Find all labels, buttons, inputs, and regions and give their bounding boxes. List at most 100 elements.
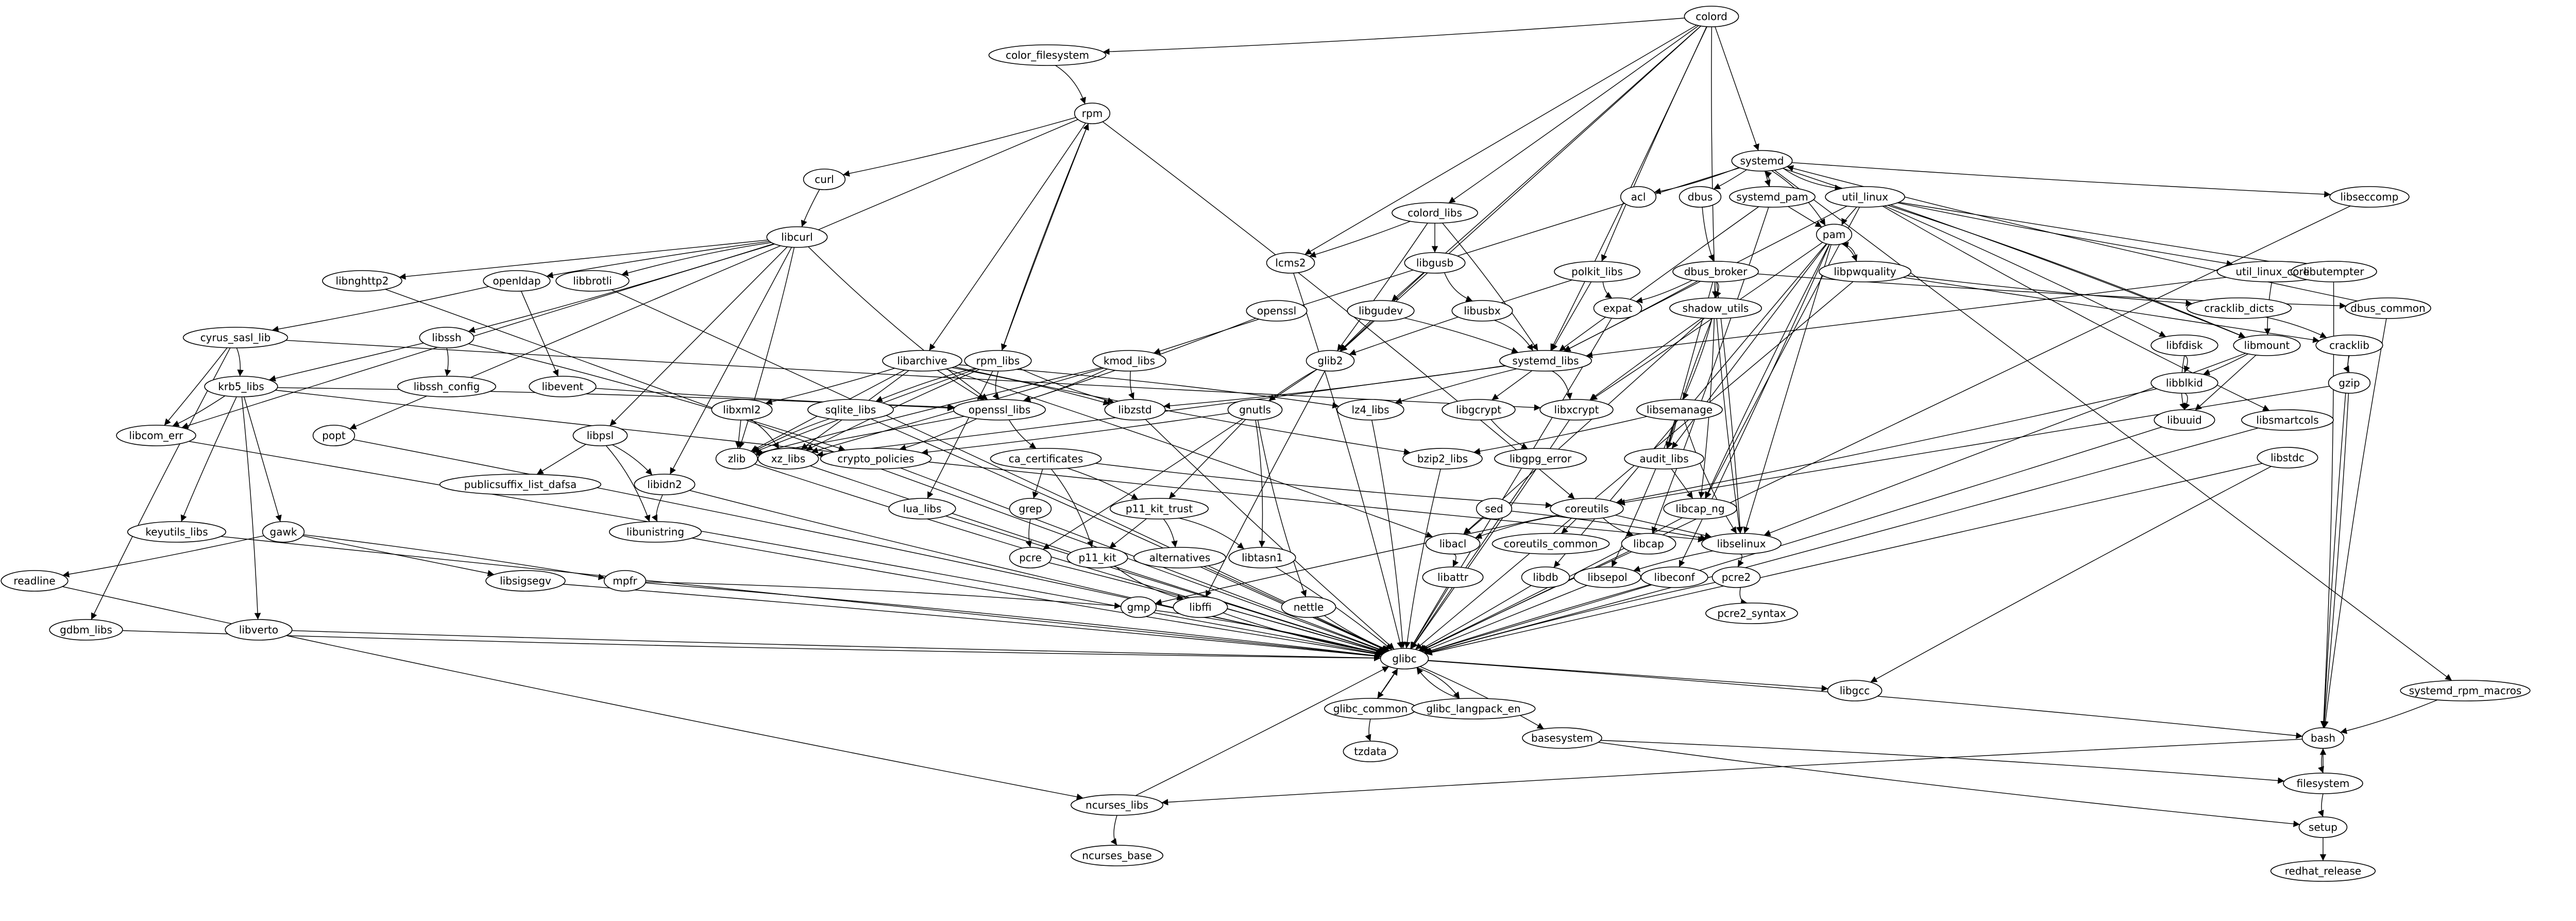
node-alternatives[interactable] xyxy=(1133,547,1227,568)
node-libarchive[interactable] xyxy=(882,350,962,372)
node-libtasn1[interactable] xyxy=(1228,547,1296,568)
node-polkit_libs[interactable] xyxy=(1554,261,1640,282)
node-xz_libs[interactable] xyxy=(757,448,819,470)
node-pam[interactable] xyxy=(1816,224,1853,245)
node-libseccomp[interactable] xyxy=(2329,186,2410,208)
node-libmount[interactable] xyxy=(2233,334,2301,356)
node-libgcc[interactable] xyxy=(1827,680,1883,701)
node-glib2[interactable] xyxy=(1306,350,1355,372)
node-libcom_err[interactable] xyxy=(116,425,196,446)
node-openssl[interactable] xyxy=(1246,300,1308,322)
node-libacl[interactable] xyxy=(1425,533,1481,555)
node-util_linux[interactable] xyxy=(1825,186,1905,208)
node-pcre2_syntax[interactable] xyxy=(1705,602,1799,624)
node-libcurl[interactable] xyxy=(766,226,828,248)
node-libgpg_error[interactable] xyxy=(1494,448,1587,470)
node-expat[interactable] xyxy=(1593,297,1642,319)
node-tzdata[interactable] xyxy=(1343,741,1398,762)
node-sed[interactable] xyxy=(1476,498,1513,520)
node-systemd_rpm_macros[interactable] xyxy=(2400,680,2531,701)
node-coreutils_common[interactable] xyxy=(1492,533,1610,555)
node-setup[interactable] xyxy=(2298,816,2348,838)
node-libgusb[interactable] xyxy=(1404,252,1466,274)
node-sqlite_libs[interactable] xyxy=(807,399,894,421)
node-lua_libs[interactable] xyxy=(888,498,956,520)
node-libgudev[interactable] xyxy=(1347,300,1415,322)
node-keyutils_libs[interactable] xyxy=(127,521,227,543)
node-libgcrypt[interactable] xyxy=(1442,399,1516,421)
node-libunistring[interactable] xyxy=(609,521,702,543)
node-libssh[interactable] xyxy=(419,327,474,348)
node-libpsl[interactable] xyxy=(572,425,628,446)
node-libusbx[interactable] xyxy=(1451,300,1513,322)
node-libevent[interactable] xyxy=(529,376,597,397)
node-basesystem[interactable] xyxy=(1522,727,1602,749)
node-glibc_langpack_en[interactable] xyxy=(1411,698,1536,719)
node-gawk[interactable] xyxy=(262,521,305,543)
node-libffi[interactable] xyxy=(1173,596,1228,618)
node-krb5_libs[interactable] xyxy=(204,376,278,397)
node-libfdisk[interactable] xyxy=(2150,334,2218,356)
node-zlib[interactable] xyxy=(715,448,758,470)
node-gnutils_placeholder[interactable] xyxy=(1227,399,1283,421)
node-p11_kit[interactable] xyxy=(1066,547,1128,568)
node-cracklib_dicts[interactable] xyxy=(2186,297,2292,319)
node-libcap[interactable] xyxy=(1621,533,1676,555)
node-libuuid[interactable] xyxy=(2154,409,2215,431)
node-libeconf[interactable] xyxy=(1640,566,1708,588)
node-libsemanage[interactable] xyxy=(1636,399,1723,421)
node-rpm[interactable] xyxy=(1074,103,1111,124)
node-libbrotli[interactable] xyxy=(555,270,630,292)
node-bzip2_libs[interactable] xyxy=(1402,448,1483,470)
node-pcre[interactable] xyxy=(1009,547,1052,568)
node-color_filesystem[interactable] xyxy=(988,44,1107,66)
node-libpwquality[interactable] xyxy=(1819,261,1912,282)
node-mpfr[interactable] xyxy=(603,570,647,592)
node-cracklib[interactable] xyxy=(2315,334,2383,356)
node-readline[interactable] xyxy=(1,570,69,592)
node-libcap_ng[interactable] xyxy=(1663,498,1737,520)
node-systemd_pam[interactable] xyxy=(1729,186,1816,208)
node-lz4_libs[interactable] xyxy=(1336,399,1404,421)
node-libsmartcols[interactable] xyxy=(2241,409,2334,431)
node-libnghttp2[interactable] xyxy=(322,270,402,292)
node-cyrus_sasl_lib[interactable] xyxy=(182,327,289,348)
node-colord_libs[interactable] xyxy=(1392,202,1478,224)
node-publicsuffix_list_dafsa[interactable] xyxy=(439,474,602,495)
node-libutempter[interactable] xyxy=(2291,261,2377,282)
node-systemd_libs[interactable] xyxy=(1499,350,1592,372)
node-colord[interactable] xyxy=(1684,6,1739,27)
node-rpm_libs[interactable] xyxy=(964,350,1032,372)
node-gzip[interactable] xyxy=(2328,372,2371,394)
node-systemd[interactable] xyxy=(1731,150,1793,172)
node-grep[interactable] xyxy=(1009,498,1052,520)
node-filesystem[interactable] xyxy=(2283,773,2363,794)
node-libdb[interactable] xyxy=(1521,566,1570,588)
node-ca_certificates[interactable] xyxy=(990,448,1102,470)
node-ncurses_base[interactable] xyxy=(1071,845,1164,866)
node-p11_kit_trust[interactable] xyxy=(1109,498,1209,520)
node-libselinux[interactable] xyxy=(1701,533,1782,555)
node-dbus_broker[interactable] xyxy=(1672,261,1759,282)
node-kmod_libs[interactable] xyxy=(1092,350,1166,372)
node-pcre2[interactable] xyxy=(1711,566,1761,588)
node-crypto_policies[interactable] xyxy=(820,448,932,470)
node-openssl_libs[interactable] xyxy=(953,399,1046,421)
node-libxml2[interactable] xyxy=(711,399,773,421)
node-ncurses_libs[interactable] xyxy=(1071,794,1164,816)
node-gdbm_libs[interactable] xyxy=(49,619,123,641)
node-libstdc[interactable] xyxy=(2257,447,2318,468)
node-gmp[interactable] xyxy=(1120,596,1157,618)
node-lcms2[interactable] xyxy=(1266,252,1315,274)
node-libsigsegv[interactable] xyxy=(485,570,566,592)
node-redhat_release[interactable] xyxy=(2270,860,2376,882)
node-libxcrypt[interactable] xyxy=(1539,399,1614,421)
node-bash[interactable] xyxy=(2301,727,2345,749)
node-shadow_utils[interactable] xyxy=(1669,297,1762,319)
node-openldap[interactable] xyxy=(483,270,551,292)
node-coreutils[interactable] xyxy=(1550,498,1624,520)
node-libzstd[interactable] xyxy=(1104,399,1166,421)
node-nettle[interactable] xyxy=(1281,596,1336,618)
node-libverto[interactable] xyxy=(225,619,293,641)
node-dbus_common[interactable] xyxy=(2345,297,2431,319)
